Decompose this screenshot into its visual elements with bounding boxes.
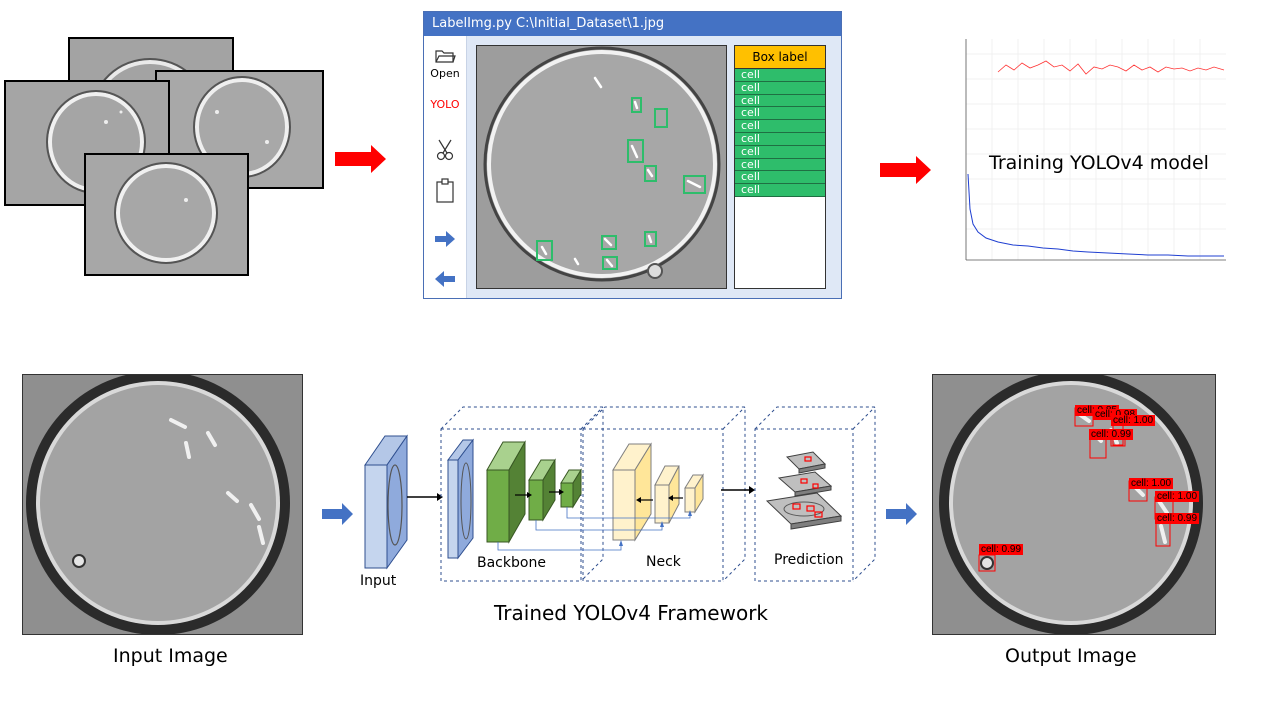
prev-image-button[interactable] [424, 270, 466, 291]
input-label: Input [360, 573, 397, 589]
box-label-item[interactable]: cell [735, 171, 825, 185]
box-label-item[interactable]: cell [735, 94, 825, 108]
output-image: cell: 0.85 cell: 0.98 cell: 1.00 cell: 0… [932, 374, 1216, 635]
detection-label: cell: 0.99 [979, 544, 1024, 555]
bbox-cell [601, 235, 617, 250]
box-label-item[interactable]: cell [735, 145, 825, 159]
box-label-panel: Box label cell cell cell cell cell cell … [734, 45, 826, 289]
bbox-cell [644, 231, 657, 247]
box-label-header: Box label [735, 46, 825, 69]
folder-icon [435, 50, 456, 63]
framework-caption: Trained YOLOv4 Framework [494, 601, 769, 625]
prediction-label: Prediction [774, 552, 844, 568]
bbox-cell [536, 240, 553, 261]
training-label: Training YOLOv4 model [989, 152, 1209, 174]
window-title: LabelImg.py C:\Initial_Dataset\1.jpg [424, 12, 841, 36]
backbone-label: Backbone [477, 555, 546, 571]
bbox-cell [627, 139, 644, 163]
arrow-right-icon [435, 231, 455, 247]
box-label-item[interactable]: cell [735, 184, 825, 197]
arrow-left-icon [435, 271, 455, 287]
scissors-icon [436, 139, 454, 161]
box-label-item[interactable]: cell [735, 133, 825, 146]
clipboard-icon [436, 178, 454, 203]
open-tool[interactable]: Open [424, 48, 466, 80]
neck-label: Neck [646, 554, 681, 570]
detection-label: cell: 0.99 [1089, 429, 1134, 440]
bbox-cell [654, 108, 668, 128]
edit-tool[interactable] [424, 138, 466, 165]
input-slab [364, 434, 408, 570]
bbox-cell [602, 256, 618, 270]
detection-label: cell: 1.00 [1129, 478, 1174, 489]
paste-tool[interactable] [424, 178, 466, 207]
input-image [22, 374, 303, 635]
detection-label: cell: 0.98 [1093, 409, 1138, 420]
dataset-image-4 [84, 153, 249, 276]
box-label-item[interactable]: cell [735, 81, 825, 95]
output-image-caption: Output Image [1005, 645, 1137, 667]
flow-arrow-red-2 [880, 156, 931, 184]
training-loss-chart [948, 34, 1228, 276]
detection-label: cell: 1.00 [1155, 491, 1200, 502]
bbox-cell [631, 97, 642, 113]
box-label-item[interactable]: cell [735, 107, 825, 121]
box-label-item[interactable]: cell [735, 158, 825, 172]
flow-arrow-blue-1 [322, 503, 353, 525]
detection-label: cell: 1.00 [1111, 415, 1156, 426]
open-label: Open [430, 67, 460, 80]
next-image-button[interactable] [424, 230, 466, 251]
box-label-item[interactable]: cell [735, 120, 825, 133]
flow-arrow-blue-2 [886, 503, 917, 525]
annotation-canvas[interactable] [476, 45, 727, 289]
input-image-caption: Input Image [113, 645, 228, 667]
bbox-cell [644, 165, 657, 182]
box-label-item[interactable]: cell [735, 69, 825, 82]
tool-sidebar: Open YOLO [424, 36, 467, 298]
detection-label: cell: 0.99 [1155, 513, 1200, 524]
box-label-list: cell cell cell cell cell cell cell cell … [735, 69, 825, 197]
yolov4-framework-diagram [364, 406, 876, 582]
flow-arrow-red-1 [335, 145, 386, 173]
bbox-cell [683, 175, 706, 194]
labelimg-window: LabelImg.py C:\Initial_Dataset\1.jpg Ope… [423, 11, 842, 299]
yolo-format-tool[interactable]: YOLO [430, 98, 460, 111]
